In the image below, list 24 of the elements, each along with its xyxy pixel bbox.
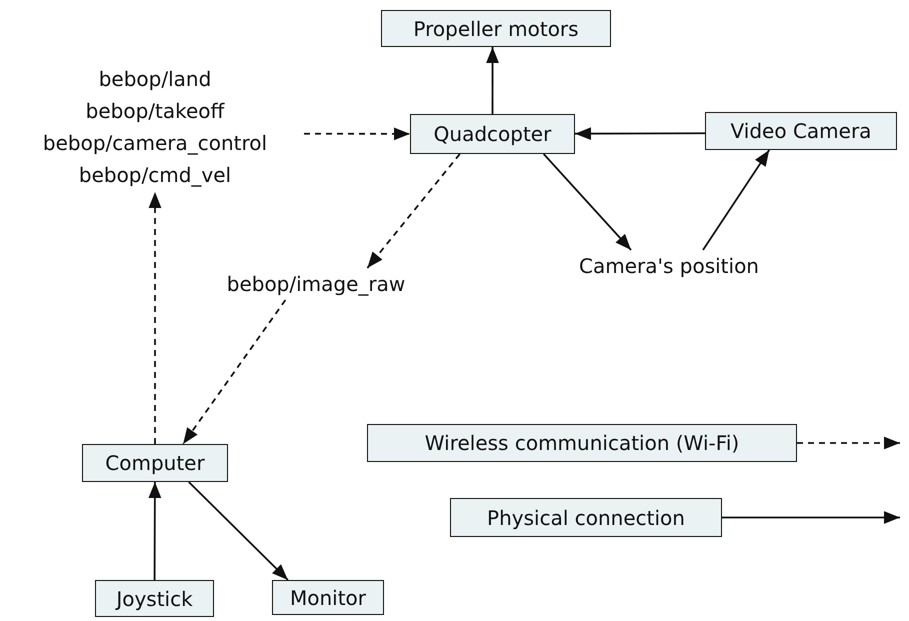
topic-label: Camera's position — [552, 250, 786, 282]
arrow — [188, 481, 289, 581]
arrow — [575, 127, 705, 140]
arrow — [543, 153, 632, 251]
process-box: Monitor — [272, 580, 384, 615]
legend-label: Physical connection — [450, 498, 722, 537]
arrow — [148, 192, 162, 444]
topic-label: bebop/takeoff — [86, 98, 224, 125]
process-box: Propeller motors — [381, 10, 611, 47]
process-box: Quadcopter — [410, 114, 575, 154]
arrow — [486, 47, 499, 114]
arrow — [304, 127, 410, 140]
topic-label: bebop/cmd_vel — [78, 162, 232, 189]
process-box: Joystick — [95, 580, 214, 617]
arrow — [702, 150, 770, 250]
process-box: Computer — [82, 444, 228, 482]
topic-label: bebop/land — [98, 66, 212, 93]
topic-label: bebop/image_raw — [220, 268, 412, 300]
arrow — [182, 299, 286, 445]
arrow — [148, 482, 162, 580]
process-box: Video Camera — [705, 112, 897, 150]
legend-label: Wireless communication (Wi-Fi) — [367, 424, 797, 462]
topic-label: bebop/camera_control — [42, 130, 268, 157]
arrow — [366, 153, 460, 269]
